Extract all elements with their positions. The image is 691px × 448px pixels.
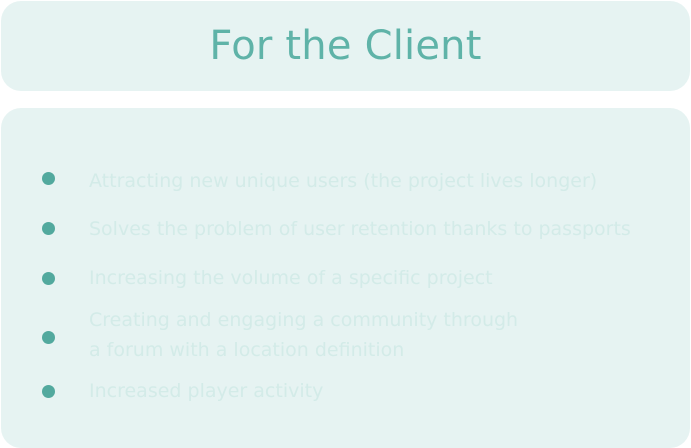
benefits-card: Attracting new unique users (the project…	[1, 108, 690, 448]
bullet-icon	[42, 385, 55, 398]
list-item: Solves the problem of user retention tha…	[1, 214, 690, 244]
bullet-icon	[42, 272, 55, 285]
list-item-text: Increased player activity	[89, 380, 324, 402]
list-item: Creating and engaging a community throug…	[1, 304, 690, 364]
list-item-text: a forum with a location definition	[89, 339, 405, 361]
list-item: Increased player activity	[1, 376, 690, 406]
benefits-list: Attracting new unique users (the project…	[1, 108, 690, 448]
list-item: Attracting new unique users (the project…	[1, 166, 690, 196]
page-title: For the Client	[209, 22, 482, 69]
bullet-icon	[42, 222, 55, 235]
list-item-text: Attracting new unique users (the project…	[89, 170, 598, 192]
list-item-text: Increasing the volume of a specific proj…	[89, 267, 493, 289]
list-item: Increasing the volume of a specific proj…	[1, 263, 690, 293]
list-item-text: Solves the problem of user retention tha…	[89, 218, 631, 240]
header-card: For the Client	[1, 1, 690, 91]
bullet-icon	[42, 331, 55, 344]
list-item-text: Creating and engaging a community throug…	[89, 309, 519, 331]
bullet-icon	[42, 172, 55, 185]
